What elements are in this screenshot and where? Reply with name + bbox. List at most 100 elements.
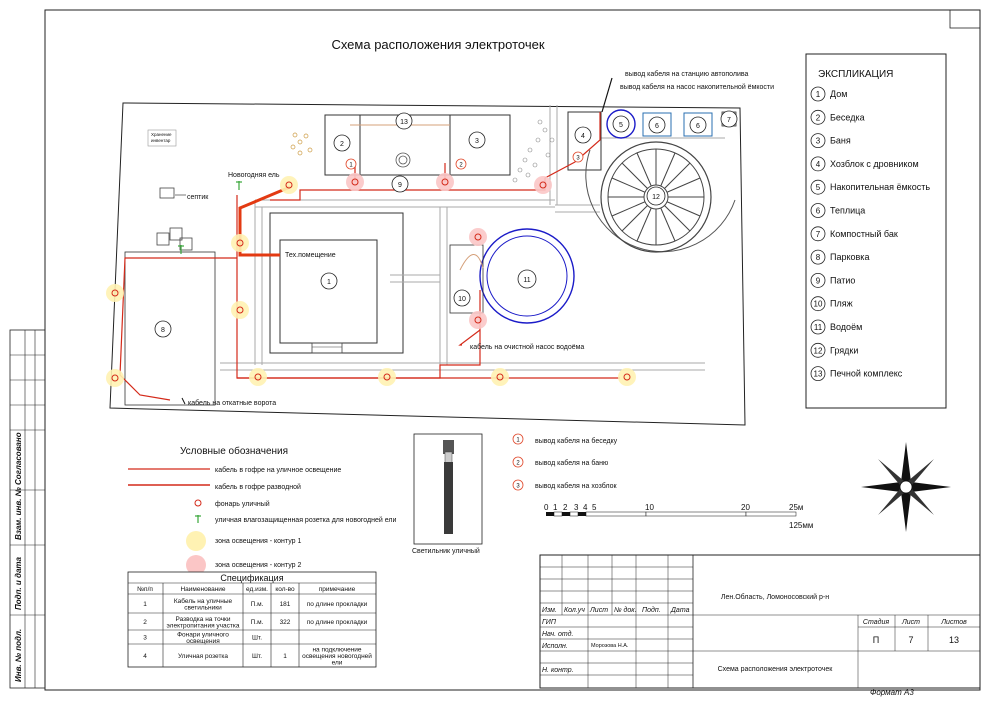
tank-pump-label: вывод кабеля на насос накопительной ёмко… (620, 83, 774, 91)
spec-header-row: №п/п Наименование ед.изм. кол-во примеча… (137, 586, 356, 593)
scale-tick-10: 10 (645, 503, 654, 512)
outlet-legend-1-num: 1 (516, 438, 520, 444)
plan-num-9: 9 (398, 182, 402, 189)
explication-num: 6 (816, 207, 821, 216)
explication-label: Дом (830, 89, 847, 99)
explication-label: Баня (830, 136, 851, 146)
storage-box (147, 129, 177, 147)
plan-num-3: 3 (475, 138, 479, 145)
explication-num: 5 (816, 183, 821, 192)
explication-label: Патио (830, 275, 855, 285)
spec-col-name: Наименование (180, 586, 225, 593)
explication-num: 8 (816, 253, 821, 262)
scale-tick-1: 1 (553, 503, 558, 512)
frame-corner-box (949, 9, 981, 29)
lighting-cable (115, 112, 620, 401)
lamp-caption: Светильник уличный (412, 547, 480, 555)
scale-tick-25: 25м (789, 503, 803, 512)
building-numbers: 1 2 3 4 5 6 6 7 8 9 10 11 12 13 (161, 117, 731, 334)
explication-num-circle (810, 342, 826, 358)
gate-cable-label: кабель на откатные ворота (188, 399, 276, 407)
stamp-location: Лен.Область, Ломоносовский р-н (721, 593, 829, 601)
outlet-legend: 1 вывод кабеля на беседку 2 вывод кабеля… (512, 433, 618, 491)
storage-tank (606, 109, 636, 139)
stamp-stage: П (873, 635, 879, 645)
spec-cell: Шт. (252, 635, 262, 642)
explication-num-circle (810, 156, 826, 172)
spec-col-note: примечание (319, 586, 356, 593)
plan-num-7: 7 (727, 117, 731, 124)
scale-tick-5: 5 (592, 503, 597, 512)
greenhouse-2 (683, 112, 713, 137)
explication-num-circle (810, 272, 826, 288)
utility-block (567, 111, 602, 171)
explication-num: 1 (816, 90, 821, 99)
explication-label: Пляж (830, 299, 853, 309)
spec-cell: по длине прокладки (307, 619, 368, 626)
site-plan: Хранение инвентар (106, 70, 774, 426)
plan-num-4: 4 (581, 133, 585, 140)
plan-num-1: 1 (327, 279, 331, 286)
format-label: Формат А3 (870, 688, 914, 697)
tech-room-label: Тех.помещение (285, 252, 336, 259)
scale-tick-4: 4 (583, 503, 588, 512)
spec-col-unit: ед.изм. (246, 586, 268, 593)
spec-col-qty: кол-во (275, 586, 295, 593)
title-block-headers: Изм. Кол.уч Лист № док. Подп. Дата ГИП Н… (542, 606, 690, 674)
side-stamp-agreed: Согласовано (14, 432, 23, 485)
spec-cell: П.м. (251, 619, 264, 626)
hdr-koluch: Кол.уч (564, 607, 585, 614)
explication-num-circle (810, 179, 826, 195)
hdr-ndoc: № док. (614, 606, 637, 614)
hdr-sign: Подп. (642, 606, 661, 614)
scale-tick-2: 2 (563, 503, 568, 512)
stamp-sheet-h: Лист (901, 619, 920, 626)
plan-num-6a: 6 (655, 123, 659, 130)
scale-tick-3: 3 (574, 503, 579, 512)
legend-zone-2: зона освещения - контур 2 (215, 562, 301, 569)
explication-num: 12 (814, 346, 823, 355)
plan-num-12: 12 (652, 194, 660, 201)
storage-box-label-2: инвентар (151, 138, 171, 143)
socket-icon (195, 515, 201, 523)
explication-num-circle (810, 366, 826, 382)
title-block: Изм. Кол.уч Лист № док. Подп. Дата ГИП Н… (539, 554, 981, 689)
plot-boundary (109, 102, 746, 426)
explication-num: 7 (816, 230, 821, 239)
scale-mm: 125мм (789, 521, 813, 530)
explication-label: Беседка (830, 112, 865, 122)
outlet-legend-3-num: 3 (516, 484, 520, 490)
stamp-sheet: 7 (908, 635, 913, 645)
spec-col-num: №п/п (137, 586, 153, 593)
scale-tick-0: 0 (544, 503, 549, 512)
septic-label: септик (187, 194, 209, 201)
pump-cable-label: кабель на очистной насос водоёма (470, 343, 584, 351)
stamp-stage-h: Стадия (863, 618, 889, 626)
explication-num-circle (810, 86, 826, 102)
title-block-grid (540, 555, 980, 688)
hdr-date: Дата (670, 607, 690, 614)
pond-inner (486, 235, 568, 317)
outlet-legend-2-num: 2 (516, 461, 520, 467)
autowater-label: вывод кабеля на станцию автополива (625, 70, 749, 78)
beach (449, 244, 484, 314)
explication-num: 13 (814, 370, 823, 379)
spec-cell: по длине прокладки (307, 601, 368, 608)
explication-num-circle (810, 249, 826, 265)
spec-cell: 181 (280, 601, 291, 608)
side-stamp-inv-orig: Инв. № подл. (14, 629, 23, 682)
outlet-legend-2: вывод кабеля на баню (535, 459, 608, 467)
explication-heading: ЭКСПЛИКАЦИЯ (818, 69, 893, 80)
plan-num-13: 13 (400, 119, 408, 126)
side-stamp-sign-date: Подп. и дата (14, 556, 23, 610)
street-lamp-picture: Светильник уличный (412, 433, 483, 555)
legend-distribution-cable: кабель в гофре разводной (215, 483, 301, 491)
tree-socket-icon-2 (178, 245, 184, 254)
legend-street-lamp: фонарь уличный (215, 500, 270, 508)
legend-lighting-cable: кабель в гофре на уличное освещение (215, 466, 341, 474)
parking (124, 251, 216, 406)
scale-tick-20: 20 (741, 503, 750, 512)
